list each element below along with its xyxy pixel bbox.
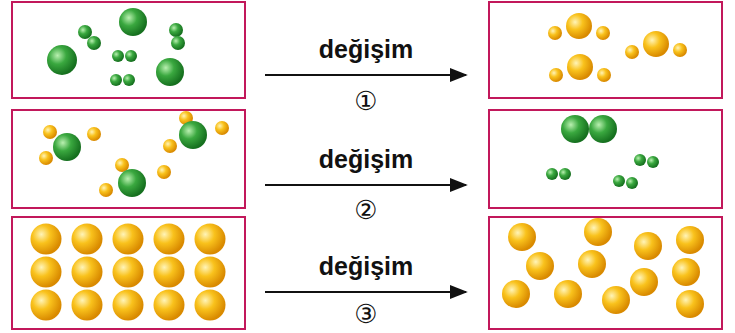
arrow [265,75,466,292]
solid-particles [31,224,226,321]
liquid-particles [502,218,704,318]
green-particles [47,8,185,86]
change-label: değişim [319,37,413,62]
green-particles [546,115,659,189]
change-label: değişim [319,147,413,172]
callout-number: ① [354,88,377,114]
change-label: değişim [319,254,413,279]
callout-number: ② [354,197,377,223]
mixed-molecules [39,111,229,197]
yellow-molecules [548,13,687,82]
frame [12,2,722,329]
callout-number: ③ [354,301,377,327]
